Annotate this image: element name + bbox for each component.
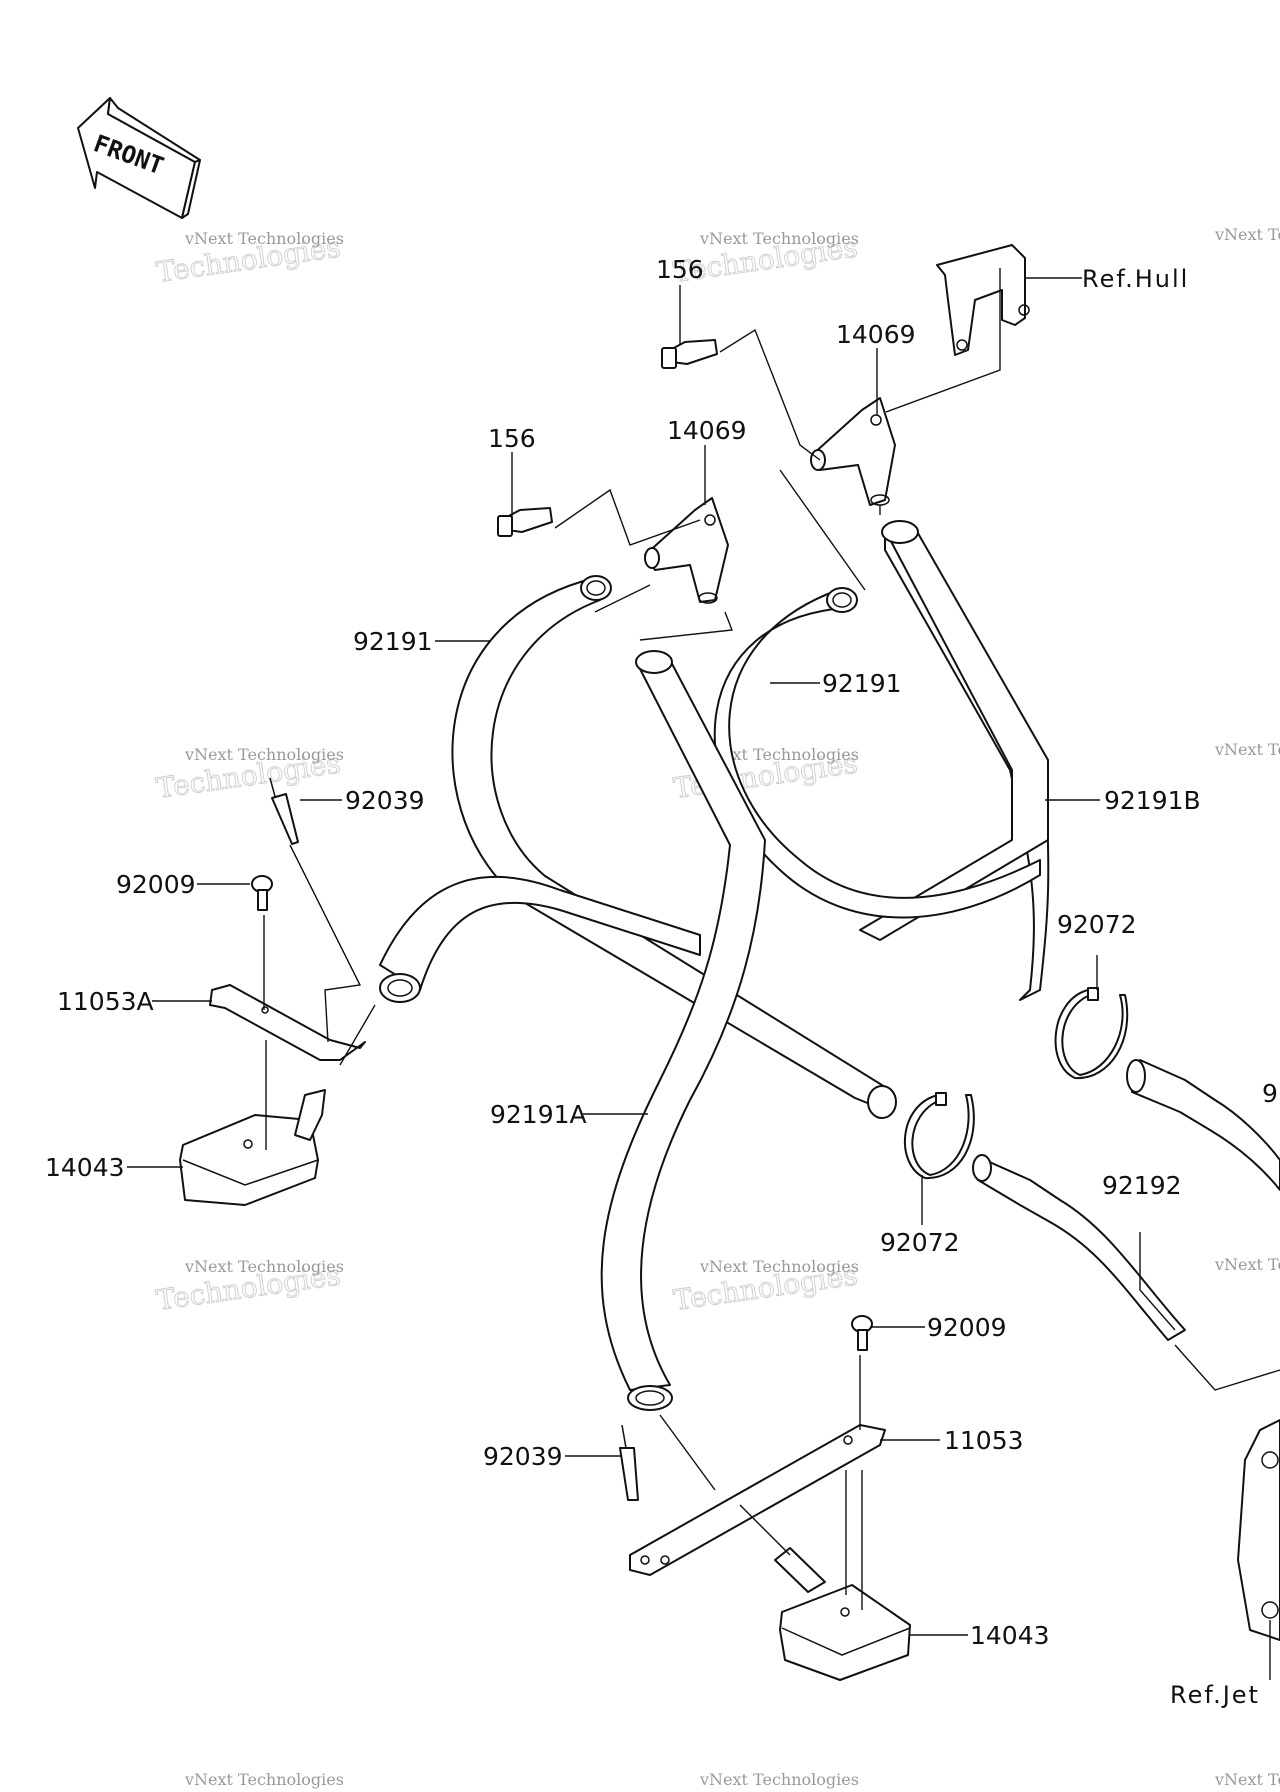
label-156-lower: 156: [488, 424, 536, 453]
label-14069-lower: 14069: [667, 416, 747, 445]
watermark-text: vNext Technologies: [184, 745, 344, 764]
label-92009-lower: 92009: [927, 1313, 1007, 1342]
hose-partial-right: [1126, 1059, 1280, 1191]
label-92039-upper: 92039: [345, 786, 425, 815]
ref-jet-label: Ref.Jet: [1170, 1681, 1260, 1709]
ref-hull-label: Ref.Hull: [1082, 265, 1189, 293]
label-92191a: 92191A: [490, 1100, 587, 1129]
label-92191-center: 92191: [822, 669, 902, 698]
screw-92009-upper: [251, 875, 273, 911]
label-14043-left: 14043: [45, 1153, 125, 1182]
rivet-92039-lower: [619, 1424, 639, 1501]
fitting-14069-upper: [810, 397, 896, 506]
front-arrow-icon: FRONT: [77, 97, 201, 219]
clamp-92072-lower: [903, 1092, 975, 1180]
hose-92191a: [600, 650, 766, 1411]
watermark-text: vNext Technologies: [699, 229, 859, 248]
hose-92192: [972, 1154, 1186, 1341]
watermark-text: vNext Technologies: [699, 745, 859, 764]
watermark-text: vNext Technologies: [184, 1770, 344, 1789]
label-14069-upper: 14069: [836, 320, 916, 349]
watermark-text: vNext Technologies: [184, 229, 344, 248]
label-92191b: 92191B: [1104, 786, 1201, 815]
leader-lines: [263, 268, 1280, 1610]
filter-14043-left: [179, 1089, 326, 1206]
label-92072-right: 92072: [1057, 910, 1137, 939]
label-11053: 11053: [944, 1426, 1024, 1455]
screw-92009-lower: [851, 1315, 873, 1351]
watermark-text: vNext Technologies: [1214, 1770, 1280, 1789]
label-92192: 92192: [1102, 1171, 1182, 1200]
hull-bracket-icon: [936, 244, 1030, 356]
callout-leaders: [127, 277, 1271, 1680]
watermark-text: vNext Technologies: [1214, 740, 1280, 759]
hose-92191-center: [713, 587, 1041, 919]
watermark-text: vNext Technologies: [699, 1257, 859, 1276]
watermark-text: vNext Technologies: [184, 1257, 344, 1276]
hose-92191b: [859, 520, 1050, 1001]
bolt-156-upper: [661, 339, 718, 369]
label-156-upper: 156: [656, 255, 704, 284]
hose-curve-left: [379, 875, 701, 1003]
label-92039-lower: 92039: [483, 1442, 563, 1471]
label-92072-lower: 92072: [880, 1228, 960, 1257]
label-92009-upper: 92009: [116, 870, 196, 899]
hose-92191-left: [451, 575, 897, 1119]
label-92191-left: 92191: [353, 627, 433, 656]
watermark-text: vNext Technologies: [1214, 1255, 1280, 1274]
rivet-92039-upper: [269, 777, 299, 845]
clamp-92072-right: [1054, 987, 1129, 1080]
label-14043-lower: 14043: [970, 1621, 1050, 1650]
bracket-11053: [629, 1424, 886, 1576]
filter-14043-lower: [774, 1547, 911, 1681]
jet-bracket-icon: [1237, 1419, 1280, 1641]
label-partial-right: 9: [1262, 1079, 1278, 1108]
bracket-11053a: [209, 984, 366, 1061]
bolt-156-lower: [497, 507, 553, 537]
label-11053a: 11053A: [57, 987, 154, 1016]
watermark-text: vNext Technologies: [1214, 225, 1280, 244]
fitting-14069-lower: [644, 497, 729, 604]
watermark-text: vNext Technologies: [699, 1770, 859, 1789]
